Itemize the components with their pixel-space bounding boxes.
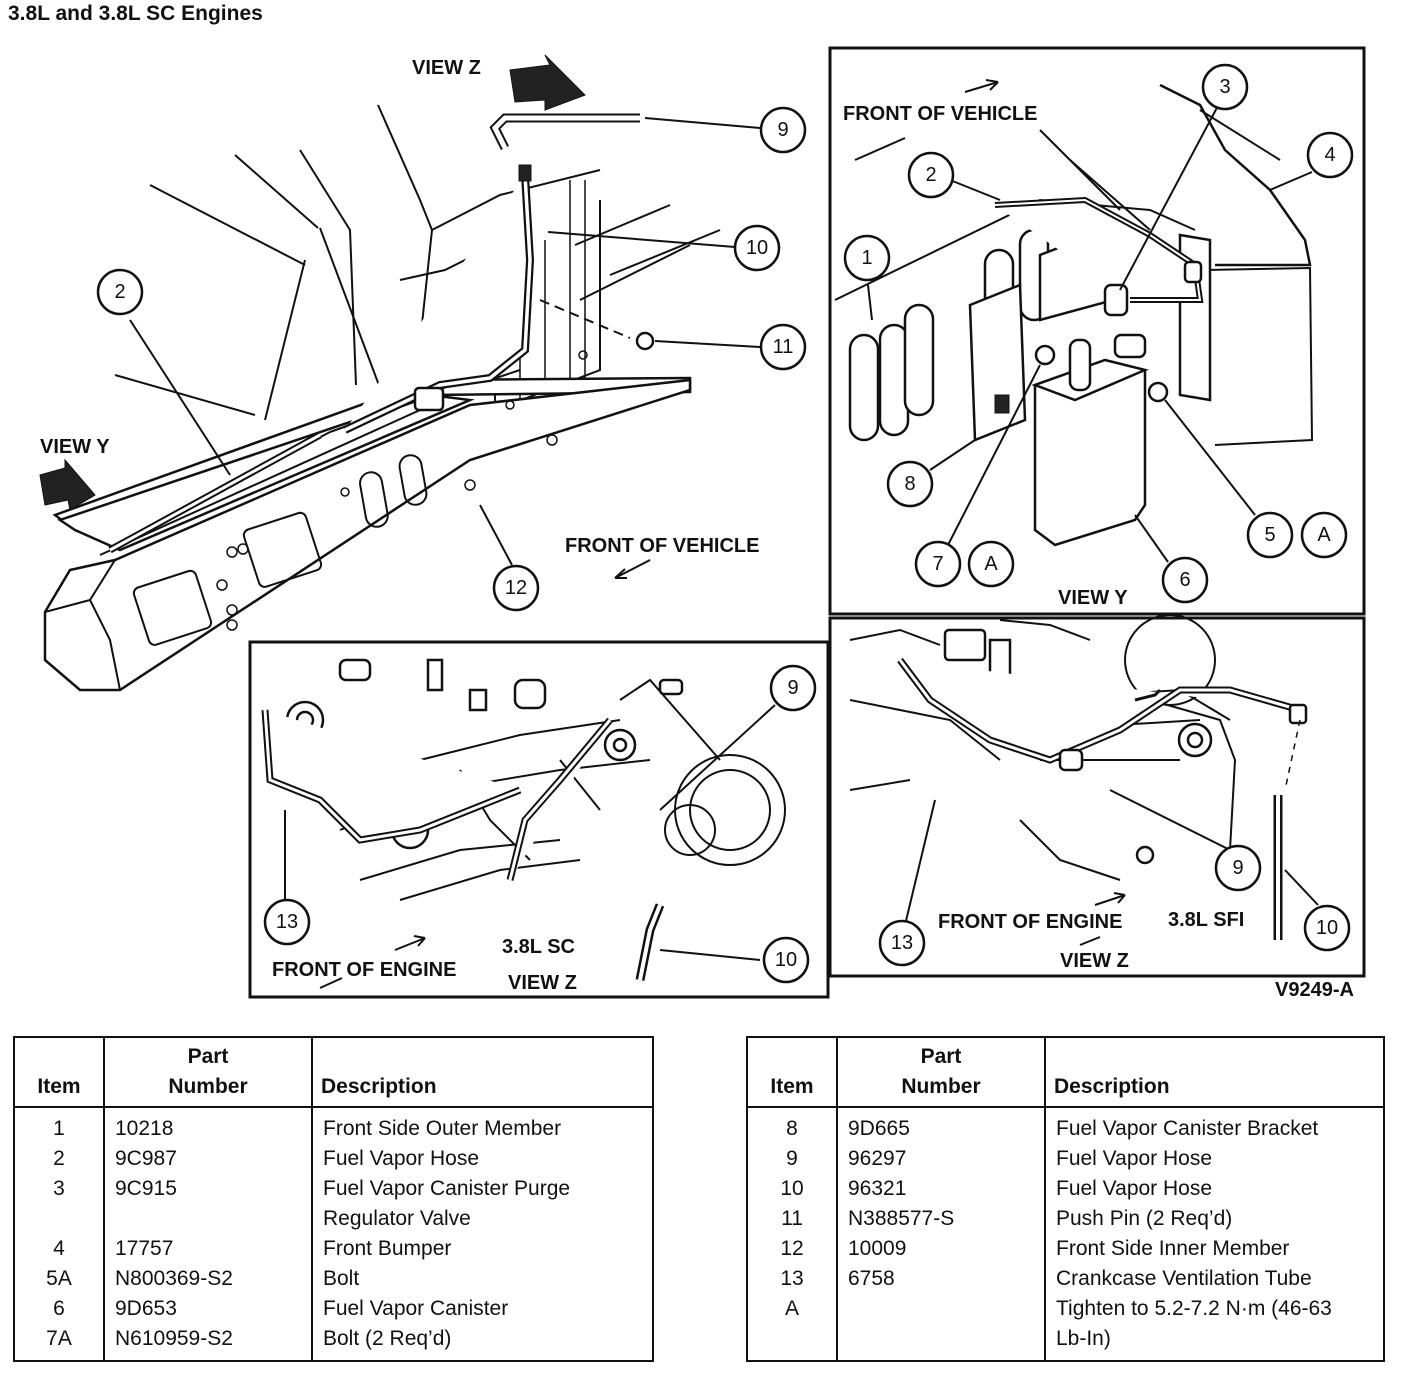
figure-id: V9249-A — [1275, 979, 1354, 1001]
callout: 2 — [907, 151, 955, 199]
svg-text:2: 2 — [114, 281, 125, 303]
svg-text:13: 13 — [891, 932, 913, 954]
callout: 9 — [769, 664, 817, 712]
exploded-diagram: VIEW Z VIEW Y FRONT OF VEHICLE FRONT OF … — [39, 46, 1366, 1001]
callout: 8 — [886, 460, 934, 508]
svg-text:5: 5 — [1264, 524, 1275, 546]
callout: 6 — [1161, 556, 1209, 604]
view-z-label: VIEW Z — [412, 57, 481, 79]
callout: 4 — [1306, 131, 1354, 179]
callout: 2 — [96, 268, 144, 316]
svg-text:10: 10 — [1316, 917, 1338, 939]
callout: 12 — [492, 564, 540, 612]
view-z-sfi-caption: VIEW Z — [1060, 950, 1129, 972]
view-y-caption: VIEW Y — [1058, 587, 1128, 609]
callout: 10 — [762, 936, 810, 984]
view-y-inset — [828, 46, 1366, 616]
svg-text:1: 1 — [861, 247, 872, 269]
callout: 10 — [733, 224, 781, 272]
view-y-label: VIEW Y — [40, 436, 110, 458]
front-of-engine-sc: FRONT OF ENGINE — [272, 959, 456, 981]
svg-text:4: 4 — [1324, 144, 1335, 166]
view-z-sc-caption: VIEW Z — [508, 972, 577, 994]
callout: 5 — [1246, 511, 1294, 559]
sfi-engine-inset — [828, 614, 1366, 978]
svg-text:A: A — [984, 553, 998, 575]
svg-text:9: 9 — [1232, 857, 1243, 879]
svg-text:2: 2 — [925, 164, 936, 186]
sc-engine-label: 3.8L SC — [502, 936, 575, 958]
svg-text:13: 13 — [276, 911, 298, 933]
svg-text:12: 12 — [505, 577, 527, 599]
callout: 9 — [759, 106, 807, 154]
header-description: Description — [1044, 1037, 1384, 1108]
svg-text:9: 9 — [777, 119, 788, 141]
callout: 1 — [843, 234, 891, 282]
svg-text:8: 8 — [904, 473, 915, 495]
svg-text:9: 9 — [787, 677, 798, 699]
sfi-engine-label: 3.8L SFI — [1168, 909, 1244, 931]
svg-text:6: 6 — [1179, 569, 1190, 591]
header-item: Item — [747, 1037, 837, 1108]
page-title: 3.8L and 3.8L SC Engines — [8, 2, 263, 25]
front-of-vehicle-inset: FRONT OF VEHICLE — [843, 103, 1037, 125]
callout: 10 — [1303, 904, 1351, 952]
callout: 3 — [1201, 63, 1249, 111]
callout: A — [1300, 511, 1348, 559]
front-of-vehicle-main: FRONT OF VEHICLE — [565, 535, 759, 557]
callout: 11 — [759, 323, 807, 371]
svg-text:7: 7 — [932, 553, 943, 575]
sc-engine-inset — [248, 640, 830, 999]
svg-text:11: 11 — [773, 336, 794, 358]
svg-text:10: 10 — [775, 949, 797, 971]
main-illustration — [39, 54, 761, 692]
callout: A — [967, 540, 1015, 588]
header-item: Item — [14, 1037, 104, 1108]
svg-text:A: A — [1317, 524, 1331, 546]
front-of-engine-sfi: FRONT OF ENGINE — [938, 911, 1122, 933]
svg-text:3: 3 — [1219, 76, 1230, 98]
callout: 13 — [263, 898, 311, 946]
header-description: Description — [311, 1037, 653, 1108]
svg-text:10: 10 — [746, 237, 768, 259]
callout: 13 — [878, 919, 926, 967]
callout: 7 — [914, 540, 962, 588]
callout: 9 — [1214, 844, 1262, 892]
